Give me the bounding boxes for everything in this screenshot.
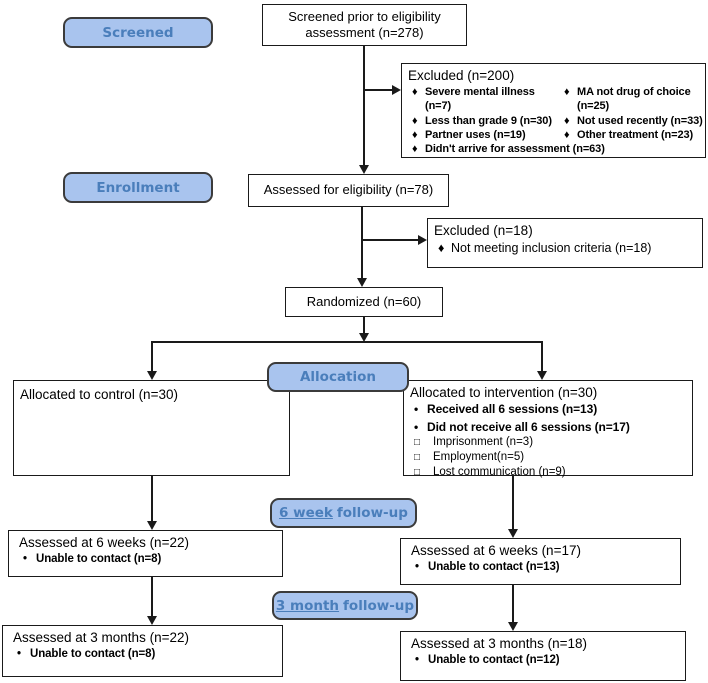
box-excluded-18-title: Excluded (n=18) [434,223,533,238]
box-randomized-title: Randomized (n=60) [306,293,422,309]
box-screened: Screened prior to eligibility assessment… [262,4,467,46]
box-title: Assessed at 6 weeks (n=22) [19,535,189,550]
stage-label-text: Enrollment [96,179,180,196]
list-item: ♦Not meeting inclusion criteria (n=18) [438,241,652,256]
connector-6wk-to-3mo-right [512,585,514,622]
list-item: •Unable to contact (n=8) [17,648,156,661]
diamond-bullet-icon: ♦ [438,241,445,256]
box-excluded-18: Excluded (n=18) ♦Not meeting inclusion c… [427,218,703,268]
diamond-bullet-icon: ♦ [412,114,418,127]
box-randomized: Randomized (n=60) [285,287,443,317]
diamond-bullet-icon: ♦ [564,114,570,127]
dot-bullet-icon: • [415,561,419,574]
arrowhead-down-icon [359,165,369,174]
stage-label-text: Allocation [299,369,377,385]
connector-eligibility-to-randomized [361,207,363,278]
box-assessed-3months-control: Assessed at 3 months (n=22) •Unable to c… [2,625,283,677]
checkbox-bullet-icon: □ [414,467,421,479]
box-excluded-200-list: ♦Severe mental illness (n=7) ♦MA not dru… [402,85,705,156]
box-assessed-eligibility-title: Assessed for eligibility (n=78) [263,182,434,198]
box-excluded-200-title: Excluded (n=200) [408,68,515,83]
list-item: ♦Less than grade 9 (n=30) [412,114,552,127]
diamond-bullet-icon: ♦ [412,129,418,142]
box-title: Assessed at 3 months (n=18) [411,636,587,651]
dot-bullet-icon: • [23,553,27,566]
list-item: •Unable to contact (n=8) [23,553,162,566]
stage-label-text-underlined: 6 week [279,505,333,521]
connector-control-to-6wk [151,476,153,521]
box-screened-title: Screened prior to eligibility assessment… [288,8,441,40]
list-item: •Received all 6 sessions (n=13) [414,402,598,417]
diamond-bullet-icon: ♦ [564,129,570,142]
box-allocated-control: Allocated to control (n=30) [13,380,290,476]
list-item: •Did not receive all 6 sessions (n=17) [414,419,630,434]
connector-split-to-control [151,341,153,371]
stage-label-3month-followup: 3 month follow-up [272,591,418,620]
connector-randomized-to-split [363,317,365,333]
arrowhead-down-icon [537,371,547,380]
list-item: ♦Severe mental illness (n=7) [412,86,535,113]
list-item: •Unable to contact (n=13) [415,561,560,574]
checkbox-bullet-icon: □ [414,452,421,464]
box-assessed-6weeks-intervention: Assessed at 6 weeks (n=17) •Unable to co… [400,538,681,585]
stage-label-6week-followup: 6 week follow-up [270,498,417,528]
connector-intervention-to-6wk [512,476,514,529]
list-item: ♦MA not drug of choice (n=25) [564,86,691,113]
connector-6wk-to-3mo-left [151,577,153,616]
stage-label-screened: Screened [63,17,213,48]
arrowhead-down-icon [147,371,157,380]
box-assessed-eligibility: Assessed for eligibility (n=78) [248,174,449,207]
list-item: ♦Other treatment (n=23) [564,129,694,142]
dot-bullet-icon: • [414,419,419,434]
list-item: •Unable to contact (n=12) [415,654,560,667]
diamond-bullet-icon: ♦ [564,86,570,99]
arrowhead-down-icon [147,521,157,530]
box-excluded-200: Excluded (n=200) ♦Severe mental illness … [401,63,706,158]
dot-bullet-icon: • [414,402,419,417]
box-assessed-3months-intervention: Assessed at 3 months (n=18) •Unable to c… [400,631,686,681]
arrowhead-down-icon [508,529,518,538]
box-allocated-intervention-title: Allocated to intervention (n=30) [410,385,598,400]
stage-label-enrollment: Enrollment [63,172,213,203]
list-item: □Imprisonment (n=3) [414,436,534,449]
checkbox-bullet-icon: □ [414,437,421,449]
stage-label-text: follow-up [336,505,408,521]
arrowhead-down-icon [508,622,518,631]
connector-to-excluded200 [364,89,393,91]
arrowhead-down-icon [147,616,157,625]
connector-to-excluded18 [362,239,418,241]
stage-label-text: follow-up [343,597,415,614]
list-item: □Lost communication (n=9) [414,466,566,479]
box-allocated-intervention: Allocated to intervention (n=30) •Receiv… [403,380,693,478]
box-title: Assessed at 3 months (n=22) [13,630,189,645]
list-item: ♦Didn't arrive for assessment (n=63) [412,143,605,156]
box-assessed-6weeks-control: Assessed at 6 weeks (n=22) •Unable to co… [8,530,283,577]
connector-screened-to-eligibility [363,46,365,165]
connector-allocation-split [151,341,543,343]
arrowhead-right-icon [418,235,427,245]
stage-label-text: Screened [102,24,174,41]
connector-split-to-intervention [541,341,543,371]
list-item: ♦Partner uses (n=19) [412,129,526,142]
arrowhead-down-icon [359,333,369,342]
diamond-bullet-icon: ♦ [412,143,418,156]
diamond-bullet-icon: ♦ [412,86,418,99]
arrowhead-down-icon [357,278,367,287]
stage-label-allocation: Allocation [267,362,409,392]
box-title: Assessed at 6 weeks (n=17) [411,543,581,558]
arrowhead-right-icon [392,85,401,95]
list-item: ♦Not used recently (n=33) [564,114,703,127]
dot-bullet-icon: • [415,654,419,667]
dot-bullet-icon: • [17,648,21,661]
stage-label-text-underlined: 3 month [275,597,340,614]
box-allocated-control-title: Allocated to control (n=30) [20,387,178,402]
list-item: □Employment(n=5) [414,451,525,464]
